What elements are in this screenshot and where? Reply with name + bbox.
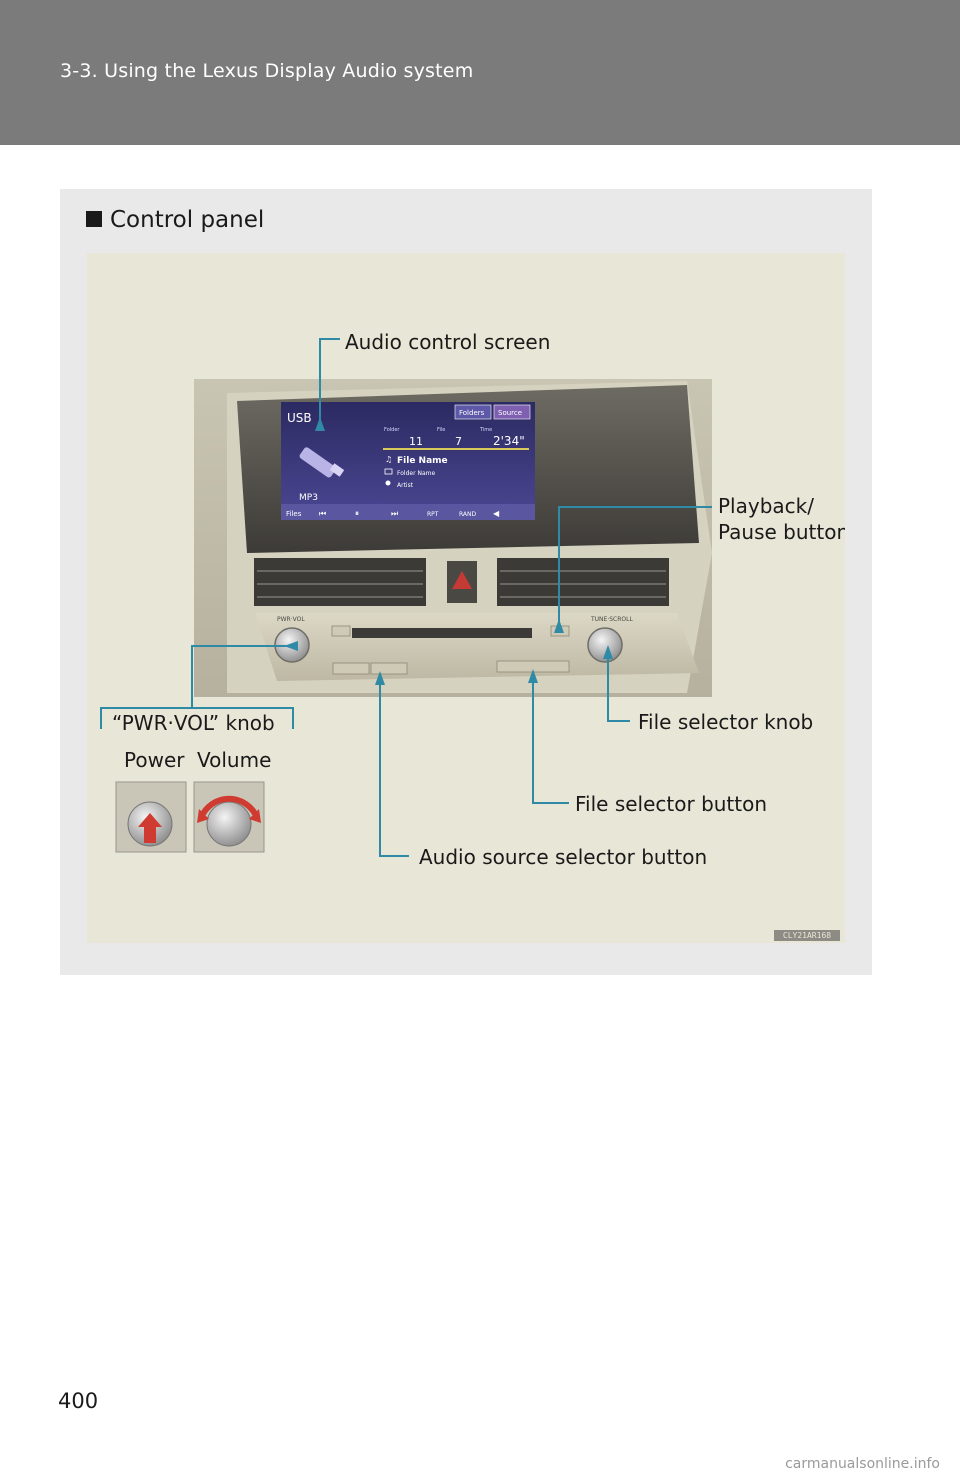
vent-slats: [257, 570, 666, 598]
arrowhead-file-knob: [603, 645, 613, 659]
screen-tab-folders: [454, 404, 492, 420]
screen-folder-number: 11: [409, 435, 423, 448]
hazard-triangle-icon: [452, 571, 472, 589]
leader-audio-source-selector: [379, 677, 409, 857]
square-bullet-icon: [86, 211, 102, 227]
power-thumbnail: [115, 781, 187, 853]
folder-icon: [384, 468, 393, 475]
arrowhead-audio-source: [375, 671, 385, 685]
screen-file-number: 7: [455, 435, 462, 448]
screen-progress-bar: [383, 448, 529, 450]
screen-tab-source: [493, 404, 531, 420]
callout-file-selector-knob: File selector knob: [638, 710, 814, 734]
screen-stat-label-time: Time: [479, 427, 492, 433]
callout-playback-line2: Pause button: [718, 520, 845, 544]
arrowhead-screen: [315, 417, 325, 431]
next-track-icon: ⏭: [391, 509, 398, 518]
callout-playback-line1: Playback/: [718, 494, 814, 518]
dashboard-illustration: USB Folders Source Folder File Time 11 7…: [100, 338, 712, 857]
callout-file-selector-button: File selector button: [575, 792, 768, 816]
screen-artist: Artist: [397, 482, 414, 489]
header-title: 3-3. Using the Lexus Display Audio syste…: [60, 60, 474, 82]
screen-repeat-label: RPT: [427, 511, 439, 518]
eject-button: [331, 625, 351, 637]
screen-file-name: File Name: [397, 456, 448, 466]
speaker-icon: ◀: [493, 509, 500, 518]
volume-thumbnail: [193, 781, 265, 853]
file-selector-knob: [587, 627, 623, 663]
callout-arrowheads: [284, 417, 613, 685]
leader-audio-control-screen: [319, 338, 340, 425]
arrowhead-file-button: [528, 669, 538, 683]
control-panel-section: Control panel: [60, 189, 872, 975]
screen-files-button-label: Files: [286, 510, 302, 518]
section-title: Control panel: [86, 207, 264, 233]
callout-leader-lines: [100, 338, 712, 857]
screen-source-label: USB: [287, 411, 312, 425]
leader-file-selector-knob: [607, 651, 630, 722]
callout-audio-source-selector-button: Audio source selector button: [419, 845, 708, 869]
screen-tab-source-label: Source: [498, 409, 522, 417]
leader-pwr-vol-bracket: [192, 707, 294, 729]
screen-folder-name: Folder Name: [397, 470, 435, 477]
audio-source-selector-button: [370, 662, 408, 675]
page-header: 3-3. Using the Lexus Display Audio syste…: [0, 0, 960, 145]
pause-icon: ⏸: [355, 509, 359, 518]
page-number: 400: [58, 1389, 99, 1413]
cd-slot: [352, 628, 532, 638]
screen-elapsed-time: 2'34": [493, 434, 525, 448]
panel-tune-scroll-label: TUNE·SCROLL: [590, 616, 633, 623]
watermark-site: carmanualsonline.info: [785, 1456, 940, 1472]
screen-random-label: RAND: [459, 511, 477, 518]
panel-button-radio: [332, 662, 370, 675]
panel-pwr-vol-label: PWR·VOL: [277, 616, 305, 623]
usb-stick-icon: [299, 447, 345, 478]
artist-icon: [385, 480, 391, 486]
audio-panel-trim: [255, 613, 699, 681]
right-air-vent: [497, 558, 669, 606]
previous-track-icon: ⏮: [319, 509, 326, 518]
screen-tab-folders-label: Folders: [459, 409, 485, 417]
arrowhead-playback: [554, 619, 564, 633]
screen-control-bar: [281, 504, 535, 520]
power-push-arrow-icon: [138, 813, 162, 843]
figure-code: CLY21AR168: [774, 930, 840, 941]
callout-power: Power: [124, 748, 185, 772]
callout-volume: Volume: [197, 748, 272, 772]
screen-stat-label-file: File: [437, 427, 445, 433]
leader-playback-pause: [558, 506, 712, 625]
callout-audio-control-screen: Audio control screen: [345, 330, 551, 354]
music-note-icon: ♫: [385, 455, 392, 464]
left-air-vent: [254, 558, 426, 606]
screen-format-label: MP3: [299, 493, 318, 503]
control-panel-figure: USB Folders Source Folder File Time 11 7…: [87, 253, 845, 943]
arrowhead-pwr-vol: [284, 641, 298, 651]
section-title-text: Control panel: [110, 207, 265, 233]
volume-rotate-arrow-icon: [198, 795, 260, 820]
callout-pwr-vol-knob: “PWR·VOL” knob: [112, 711, 275, 735]
leader-file-selector-button: [532, 675, 569, 804]
screen-stat-label-folder: Folder: [384, 427, 400, 433]
